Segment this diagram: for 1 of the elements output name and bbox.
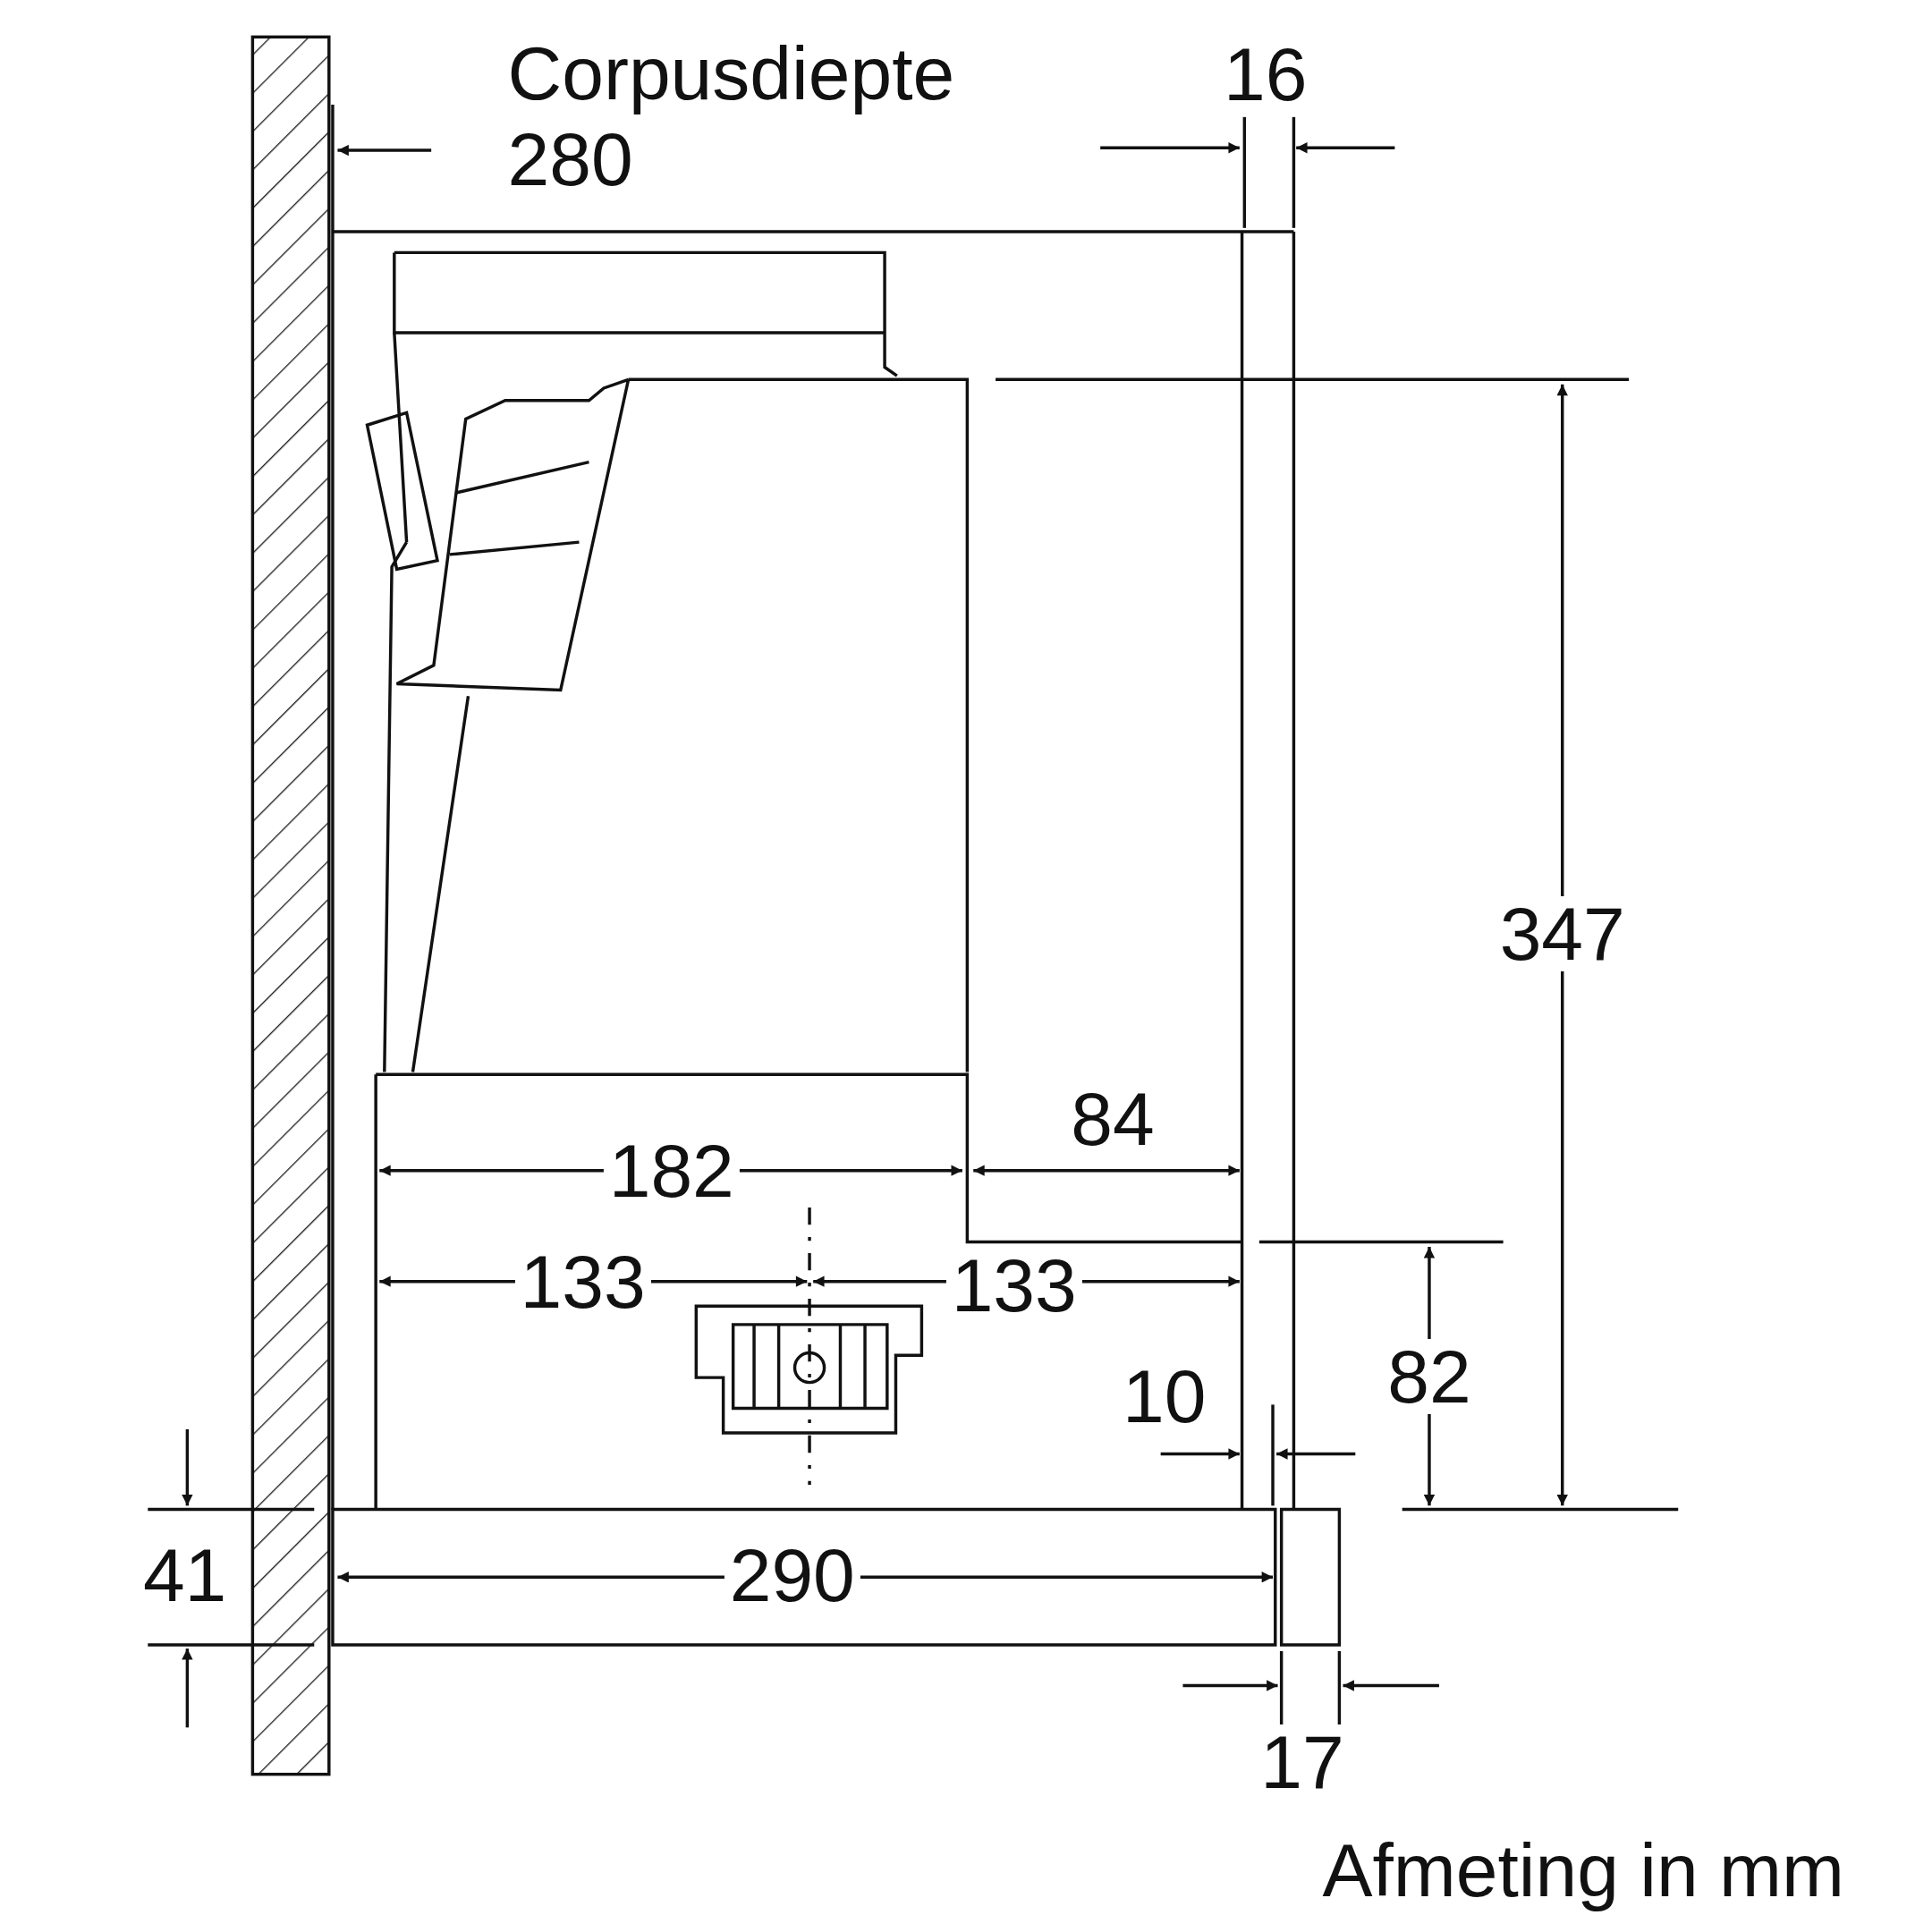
- dimension-label: Corpusdiepte 280: [507, 30, 956, 203]
